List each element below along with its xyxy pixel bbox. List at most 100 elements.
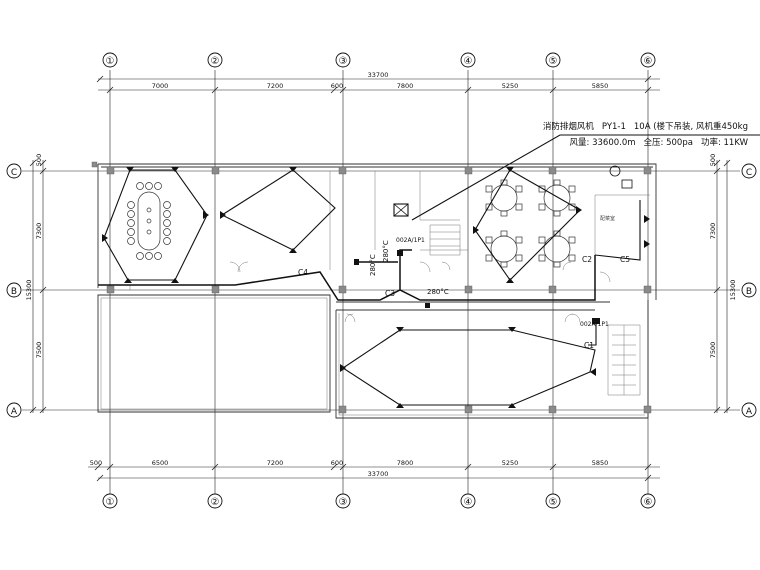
damper-label-2: 002A/1P1 [580, 321, 609, 328]
dim-bottom-seg-5: 7800 [397, 459, 414, 467]
axis-label-bottom-3: ③ [339, 497, 348, 508]
smoke-outlets [102, 167, 650, 408]
duct-label-c4: C4 [298, 268, 308, 277]
axis-label-right-a: A [746, 407, 753, 417]
fan-spec: 10A (楼下吊装, 风机重450kg [634, 121, 748, 132]
axis-label-right-c: C [746, 168, 752, 178]
fan-pressure: 全压: 500pa [644, 137, 693, 148]
dim-top-overall: 33700 [368, 71, 389, 79]
column [211, 166, 220, 175]
fan-symbol [609, 165, 621, 177]
column [548, 405, 557, 414]
temp-label-b: 280°C [382, 240, 390, 262]
smoke-outlet [506, 167, 514, 172]
axis-bubbles-right: C B A [741, 163, 757, 418]
dim-bottom-overall: 33700 [368, 470, 389, 478]
duct-loop-dining [474, 169, 581, 281]
fan-airflow: 风量: 33600.0m [570, 138, 636, 148]
temp-label-a: 280°C [369, 254, 377, 276]
dim-top-seg-4: 7800 [397, 82, 414, 90]
smoke-outlet [340, 364, 346, 372]
dim-right-seg-2: 7300 [709, 223, 717, 240]
dim-right-seg-3: 7500 [709, 342, 717, 359]
dimension-bottom: 500 6500 7200 600 7800 5250 5850 33700 [88, 459, 660, 482]
lower-left-block [97, 294, 331, 413]
column [338, 405, 347, 414]
exhaust-fan [393, 203, 409, 217]
equipment-symbol [621, 179, 633, 189]
duct-labels: C4 C3 C2 C5 C1 280°C 280°C 280°C 002A/1P… [298, 237, 630, 350]
note-leader-line [411, 134, 760, 221]
column [338, 285, 347, 294]
dim-bottom-seg-2: 6500 [152, 459, 169, 467]
smoke-outlet [126, 167, 134, 172]
dimension-top: 33700 7000 7200 600 7800 5250 5850 [96, 71, 660, 94]
smoke-outlet [590, 368, 596, 376]
smoke-outlet [473, 226, 479, 234]
axis-label-top-3: ③ [339, 56, 348, 67]
axis-label-bottom-6: ⑥ [644, 497, 653, 508]
dim-top-seg-2: 7200 [267, 82, 284, 90]
fire-damper [425, 303, 430, 308]
duct-loop-room-2 [220, 169, 336, 251]
axis-bubbles-bottom: ① ② ③ ④ ⑤ ⑥ [102, 493, 656, 509]
room-annotations: 配菜室 [600, 215, 615, 222]
fan-power: 功率: 11KW [701, 137, 749, 148]
column [464, 166, 473, 175]
smoke-outlet [508, 403, 516, 408]
dim-right-overall: 15300 [729, 280, 737, 301]
structural-columns [91, 161, 652, 414]
axis-label-bottom-1: ① [106, 497, 115, 508]
smoke-outlet [203, 211, 209, 219]
dim-bottom-seg-7: 5850 [592, 459, 609, 467]
column [464, 285, 473, 294]
fire-damper [592, 318, 600, 324]
damper-label-1: 002A/1P1 [396, 237, 425, 244]
axis-bubbles-left: C B A [6, 163, 22, 418]
column [548, 166, 557, 175]
fan-name: 消防排烟风机 [543, 121, 595, 132]
temp-label-c: 280°C [427, 288, 449, 296]
axis-label-top-2: ② [211, 56, 220, 67]
smoke-outlet [644, 215, 650, 223]
fire-damper [397, 250, 403, 256]
duct-branch-c1 [588, 322, 597, 346]
round-table [485, 230, 523, 268]
dining-tables [485, 179, 576, 268]
column [548, 285, 557, 294]
duct-main-trunk [98, 255, 596, 301]
column [643, 285, 652, 294]
duct-label-c3: C3 [385, 289, 395, 298]
dim-bottom-seg-4: 600 [331, 459, 343, 467]
smoke-outlet [396, 327, 404, 332]
smoke-outlet [506, 278, 514, 283]
dim-top-seg-3: 600 [331, 82, 343, 90]
dim-top-seg-5: 5250 [502, 82, 519, 90]
axis-label-top-4: ④ [464, 56, 473, 67]
smoke-outlet [396, 403, 404, 408]
oval-table [137, 191, 161, 251]
duct-label-c1: C1 [584, 341, 594, 350]
grid-lines [22, 70, 740, 500]
column [643, 405, 652, 414]
duct-right-room [594, 200, 641, 261]
duct-loop-hall [341, 329, 596, 406]
dim-left-overall: 15300 [25, 280, 33, 301]
room-label-small: 配菜室 [600, 215, 615, 222]
column [106, 285, 115, 294]
smoke-outlet [171, 278, 179, 283]
column [464, 405, 473, 414]
duct-label-c5: C5 [620, 255, 630, 264]
dim-top-seg-1: 7000 [152, 82, 169, 90]
smoke-outlet [289, 248, 297, 253]
axis-label-top-6: ⑥ [644, 56, 653, 67]
smoke-exhaust-ducts [98, 134, 760, 406]
dim-left-seg-3: 7500 [35, 342, 43, 359]
dim-right-seg-1: 500 [709, 154, 717, 166]
smoke-outlet [508, 327, 516, 332]
dimension-left: 15300 500 7300 7500 [25, 154, 47, 414]
column [211, 285, 220, 294]
fan-spec-note: 消防排烟风机 PY1-1 10A (楼下吊装, 风机重450kg 风量: 336… [543, 121, 749, 148]
dim-bottom-seg-6: 5250 [502, 459, 519, 467]
